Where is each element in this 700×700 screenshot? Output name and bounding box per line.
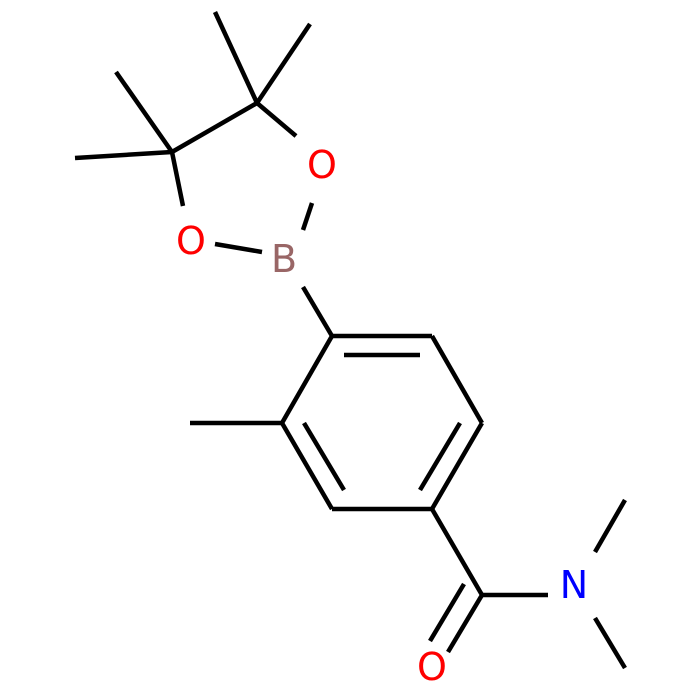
atom-boron: B [271,237,297,281]
atom-oxygen-carbonyl: O [417,645,447,689]
bond-n-methyl-2 [593,616,627,670]
bonds [74,11,627,670]
bond-n-methyl-1 [593,498,627,554]
bond-ring-boron [301,285,334,338]
atom-labels: O O B N O [176,143,588,689]
bond-ring-5 [280,421,334,511]
bond-cc [170,101,259,154]
bond-ring-2 [430,334,484,425]
bond-ring-5-inner [302,421,346,492]
bond-ring-3 [430,421,484,511]
bond-carbonyl-o-inner [428,582,466,643]
atom-oxygen-2: O [176,219,206,263]
bond-o1-c [255,101,298,138]
bond-ring-3-inner [418,421,462,492]
bond-methyl-1 [212,11,260,104]
bond-methyl-4 [74,149,173,161]
bond-ring-6 [280,334,334,425]
bond-methyl-2 [255,22,312,105]
atom-oxygen-1: O [307,143,337,187]
bond-methyl-3 [114,70,174,154]
bond-o2-boron [214,241,263,255]
bond-boron-o1 [300,202,315,231]
bond-carbonyl-o [446,593,484,654]
atom-nitrogen: N [560,563,588,607]
bond-c-o2 [169,151,186,207]
bond-ring-carbonyl [430,507,484,597]
